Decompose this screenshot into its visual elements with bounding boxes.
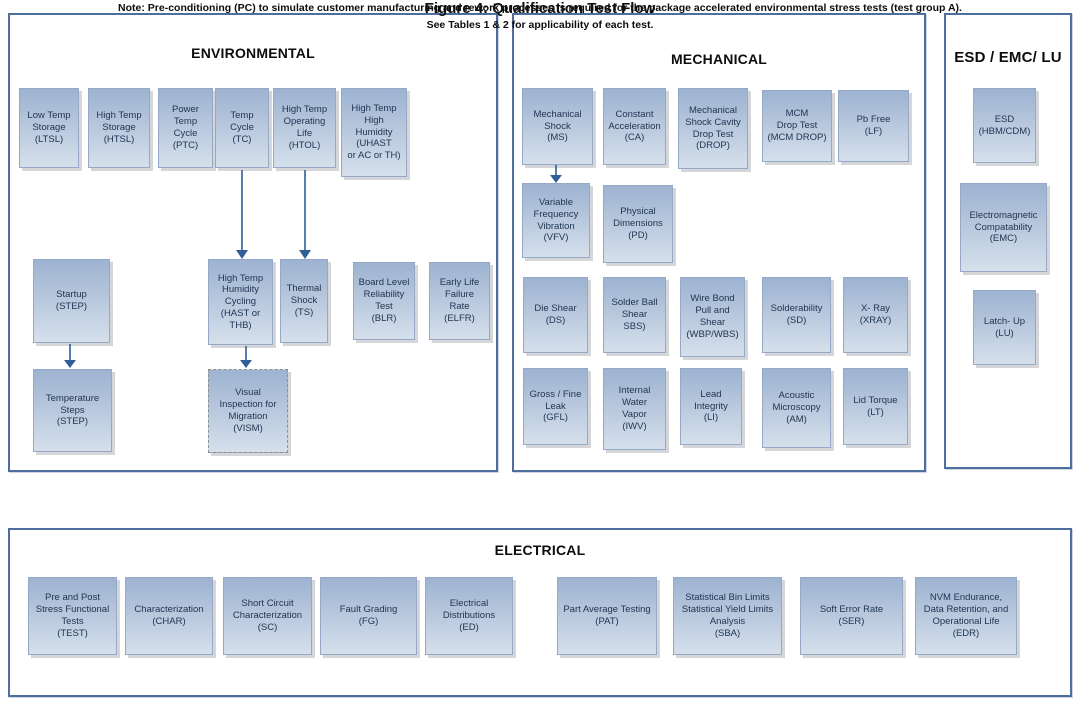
test-box-char: Characterization (CHAR) <box>125 577 213 655</box>
test-box-temperature-steps: Temperature Steps (STEP) <box>33 369 112 452</box>
test-box-ptc: Power Temp Cycle (PTC) <box>158 88 213 168</box>
test-box-sd: Solderability (SD) <box>762 277 831 353</box>
test-box-ts: Thermal Shock (TS) <box>280 259 328 343</box>
test-box-wbp-wbs: Wire Bond Pull and Shear (WBP/WBS) <box>680 277 745 357</box>
test-box-esd: ESD (HBM/CDM) <box>973 88 1036 163</box>
test-box-ltsl: Low Temp Storage (LTSL) <box>19 88 79 168</box>
esd-emc-lu-title: ESD / EMC/ LU <box>954 49 1062 66</box>
test-box-hast: High Temp Humidity Cycling (HAST or THB) <box>208 259 273 345</box>
test-box-mcm-drop: MCM Drop Test (MCM DROP) <box>762 90 832 162</box>
mechanical-title: MECHANICAL <box>670 51 768 67</box>
test-box-ser: Soft Error Rate (SER) <box>800 577 903 655</box>
test-box-pat: Part Average Testing (PAT) <box>557 577 657 655</box>
test-box-test: Pre and Post Stress Functional Tests (TE… <box>28 577 117 655</box>
test-box-pd: Physical Dimensions (PD) <box>603 185 673 263</box>
test-box-lu: Latch- Up (LU) <box>973 290 1036 365</box>
test-box-tc: Temp Cycle (TC) <box>215 88 269 168</box>
test-box-blr: Board Level Reliability Test (BLR) <box>353 262 415 340</box>
test-box-lt: Lid Torque (LT) <box>843 368 908 445</box>
test-box-xray: X- Ray (XRAY) <box>843 277 908 353</box>
test-box-vfv: Variable Frequency Vibration (VFV) <box>522 183 590 258</box>
test-box-sbs: Solder Ball Shear SBS) <box>603 277 666 353</box>
electrical-title: ELECTRICAL <box>494 542 586 558</box>
test-box-ms: Mechanical Shock (MS) <box>522 88 593 165</box>
test-box-lf: Pb Free (LF) <box>838 90 909 162</box>
test-box-am: Acoustic Microscopy (AM) <box>762 368 831 448</box>
preconditioning-note: Note: Pre-conditioning (PC) to simulate … <box>118 2 962 31</box>
test-box-fg: Fault Grading (FG) <box>320 577 417 655</box>
test-box-li: Lead Integrity (LI) <box>680 368 742 445</box>
environmental-section: ENVIRONMENTAL Low Temp Storage (LTSL) Hi… <box>8 13 498 472</box>
test-box-sba: Statistical Bin Limits Statistical Yield… <box>673 577 782 655</box>
test-box-ca: Constant Acceleration (CA) <box>603 88 666 165</box>
mechanical-section: MECHANICAL Mechanical Shock (MS) Constan… <box>512 13 926 472</box>
test-box-elfr: Early Life Failure Rate (ELFR) <box>429 262 490 340</box>
test-box-drop: Mechanical Shock Cavity Drop Test (DROP) <box>678 88 748 169</box>
test-box-ds: Die Shear (DS) <box>523 277 588 353</box>
test-box-startup: Startup (STEP) <box>33 259 110 343</box>
test-box-iwv: Internal Water Vapor (IWV) <box>603 368 666 450</box>
environmental-title: ENVIRONMENTAL <box>191 45 315 61</box>
test-box-gfl: Gross / Fine Leak (GFL) <box>523 368 588 445</box>
test-box-htsl: High Temp Storage (HTSL) <box>88 88 150 168</box>
esd-emc-lu-section: ESD / EMC/ LU ESD (HBM/CDM) Electromagne… <box>944 13 1072 469</box>
test-box-edr: NVM Endurance, Data Retention, and Opera… <box>915 577 1017 655</box>
test-box-vism: Visual Inspection for Migration (VISM) <box>208 369 288 453</box>
electrical-section: ELECTRICAL Pre and Post Stress Functiona… <box>8 528 1072 697</box>
test-box-emc: Electromagnetic Compatability (EMC) <box>960 183 1047 272</box>
test-box-htol: High Temp Operating Life (HTOL) <box>273 88 336 168</box>
test-box-sc: Short Circuit Characterization (SC) <box>223 577 312 655</box>
test-box-uhast: High Temp High Humidity (UHAST or AC or … <box>341 88 407 177</box>
test-box-ed: Electrical Distributions (ED) <box>425 577 513 655</box>
figure-caption: Figure 4: Qualification Test Flow <box>424 0 656 17</box>
